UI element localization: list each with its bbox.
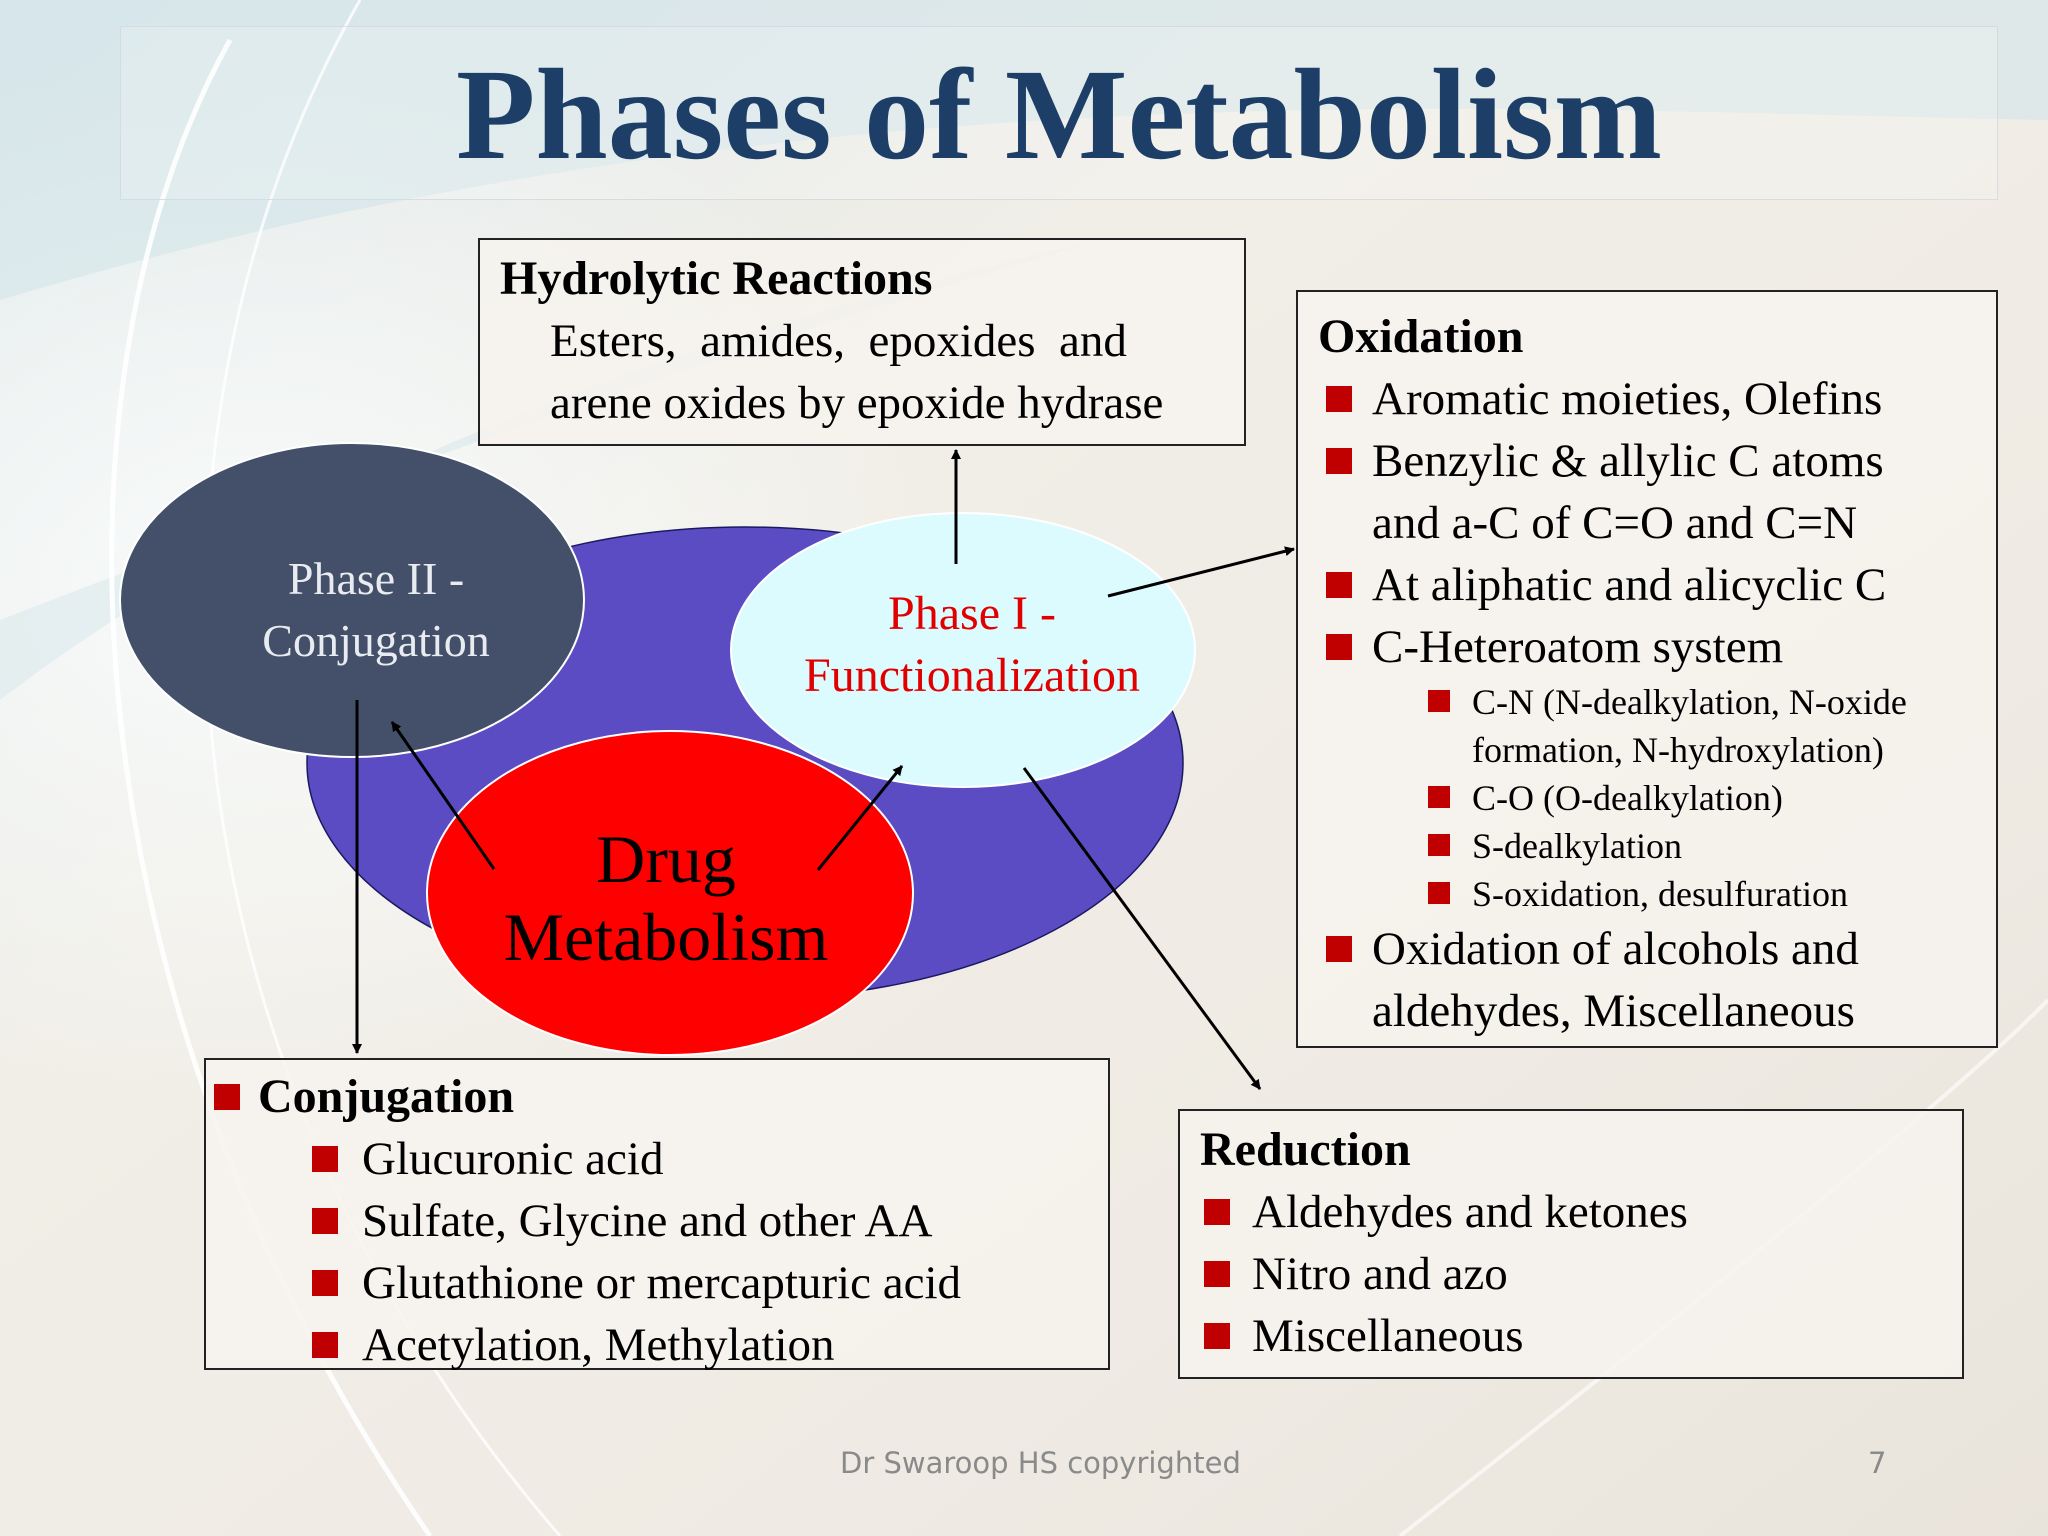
oxidation-item: S-oxidation, desulfuration — [1318, 870, 1996, 918]
oxidation-heading: Oxidation — [1318, 310, 1524, 363]
title-band — [120, 26, 1998, 200]
hydrolytic-line2: arene oxides by epoxide hydrase — [550, 377, 1164, 429]
reduction-item: Aldehydes and ketones — [1200, 1181, 1962, 1243]
oxidation-item-text: formation, N-hydroxylation) — [1472, 730, 1884, 770]
page-number: 7 — [1868, 1446, 1887, 1480]
square-bullet-icon — [214, 1084, 240, 1110]
phase2-ellipse — [119, 442, 585, 758]
oxidation-item-text: Aromatic moieties, Olefins — [1372, 373, 1883, 425]
reduction-item-text: Aldehydes and ketones — [1252, 1186, 1688, 1238]
conjugation-item-text: Glutathione or mercapturic acid — [362, 1257, 961, 1309]
square-bullet-icon — [1326, 572, 1352, 598]
oxidation-item: C-Heteroatom system — [1318, 616, 1996, 678]
oxidation-item: and a-C of C=O and C=N — [1318, 492, 1996, 554]
oxidation-item-text: S-dealkylation — [1472, 826, 1682, 866]
arrow-drug-to-phase1 — [816, 765, 904, 871]
hydrolytic-line1: Esters, amides, epoxides and — [550, 315, 1127, 367]
square-bullet-icon — [1428, 786, 1450, 808]
phase1-label-line2: Functionalization — [804, 649, 1140, 702]
reduction-item: Nitro and azo — [1200, 1243, 1962, 1305]
oxidation-item-text: aldehydes, Miscellaneous — [1372, 985, 1855, 1037]
conjugation-item: Glucuronic acid — [206, 1128, 1108, 1190]
phase1-ellipse — [730, 512, 1196, 788]
footer-credit: Dr Swaroop HS copyrighted — [840, 1446, 1241, 1480]
oxidation-item: formation, N-hydroxylation) — [1318, 726, 1996, 774]
square-bullet-icon — [312, 1208, 338, 1234]
square-bullet-icon — [312, 1146, 338, 1172]
oxidation-item: Aromatic moieties, Olefins — [1318, 368, 1996, 430]
oxidation-item-text: Benzylic & allylic C atoms — [1372, 435, 1884, 487]
reduction-item-text: Miscellaneous — [1252, 1310, 1524, 1362]
conjugation-item: Sulfate, Glycine and other AA — [206, 1190, 1108, 1252]
reduction-item: Miscellaneous — [1200, 1305, 1962, 1367]
phase1-label-line1: Phase I - — [888, 587, 1056, 640]
conjugation-item-text: Acetylation, Methylation — [362, 1319, 835, 1371]
slide-title: Phases of Metabolism — [456, 43, 1662, 187]
square-bullet-icon — [1326, 448, 1352, 474]
oxidation-item-text: Oxidation of alcohols and — [1372, 923, 1859, 975]
hydrolytic-reactions-box: Hydrolytic Reactions Esters, amides, epo… — [478, 238, 1246, 446]
oxidation-item: Benzylic & allylic C atoms — [1318, 430, 1996, 492]
conjugation-item: Acetylation, Methylation — [206, 1314, 1108, 1376]
conjugation-item-text: Glucuronic acid — [362, 1133, 664, 1185]
square-bullet-icon — [1326, 634, 1352, 660]
drug-label-line2: Metabolism — [503, 899, 829, 975]
oxidation-item-text: C-O (O-dealkylation) — [1472, 778, 1783, 818]
drug-label-line1: Drug — [596, 821, 736, 897]
oxidation-item: C-N (N-dealkylation, N-oxide — [1318, 678, 1996, 726]
phase1-label: Phase I - Functionalization — [772, 583, 1172, 707]
square-bullet-icon — [1428, 834, 1450, 856]
conjugation-item: Glutathione or mercapturic acid — [206, 1252, 1108, 1314]
drug-metabolism-ellipse — [426, 730, 914, 1056]
oxidation-item-text: C-Heteroatom system — [1372, 621, 1784, 673]
square-bullet-icon — [312, 1270, 338, 1296]
phase2-label: Phase II - Conjugation — [200, 548, 552, 672]
square-bullet-icon — [1428, 882, 1450, 904]
oxidation-item-text: and a-C of C=O and C=N — [1372, 497, 1858, 549]
phase2-label-line1: Phase II - — [287, 553, 465, 604]
square-bullet-icon — [1204, 1323, 1230, 1349]
oxidation-item: S-dealkylation — [1318, 822, 1996, 870]
square-bullet-icon — [312, 1332, 338, 1358]
arrow-phase1-to-oxidation — [1107, 546, 1295, 598]
phase2-label-line2: Conjugation — [262, 615, 490, 666]
reduction-heading: Reduction — [1200, 1123, 1411, 1176]
conjugation-heading-row: Conjugation — [206, 1066, 1108, 1128]
oxidation-item: Oxidation of alcohols and — [1318, 918, 1996, 980]
square-bullet-icon — [1326, 936, 1352, 962]
drug-metabolism-label: Drug Metabolism — [466, 820, 866, 976]
reduction-item-text: Nitro and azo — [1252, 1248, 1508, 1300]
oxidation-item-text: C-N (N-dealkylation, N-oxide — [1472, 682, 1907, 722]
oxidation-item: C-O (O-dealkylation) — [1318, 774, 1996, 822]
oxidation-item: aldehydes, Miscellaneous — [1318, 980, 1996, 1042]
conjugation-heading: Conjugation — [258, 1070, 515, 1123]
oxidation-item-text: S-oxidation, desulfuration — [1472, 874, 1848, 914]
square-bullet-icon — [1326, 386, 1352, 412]
hydrolytic-heading: Hydrolytic Reactions — [500, 252, 933, 305]
square-bullet-icon — [1428, 690, 1450, 712]
oxidation-item: At aliphatic and alicyclic C — [1318, 554, 1996, 616]
square-bullet-icon — [1204, 1261, 1230, 1287]
arrow-drug-to-phase2 — [390, 721, 496, 870]
square-bullet-icon — [1204, 1199, 1230, 1225]
arrow-phase1-to-reduction — [1022, 767, 1262, 1090]
oxidation-item-text: At aliphatic and alicyclic C — [1372, 559, 1887, 611]
conjugation-item-text: Sulfate, Glycine and other AA — [362, 1195, 933, 1247]
